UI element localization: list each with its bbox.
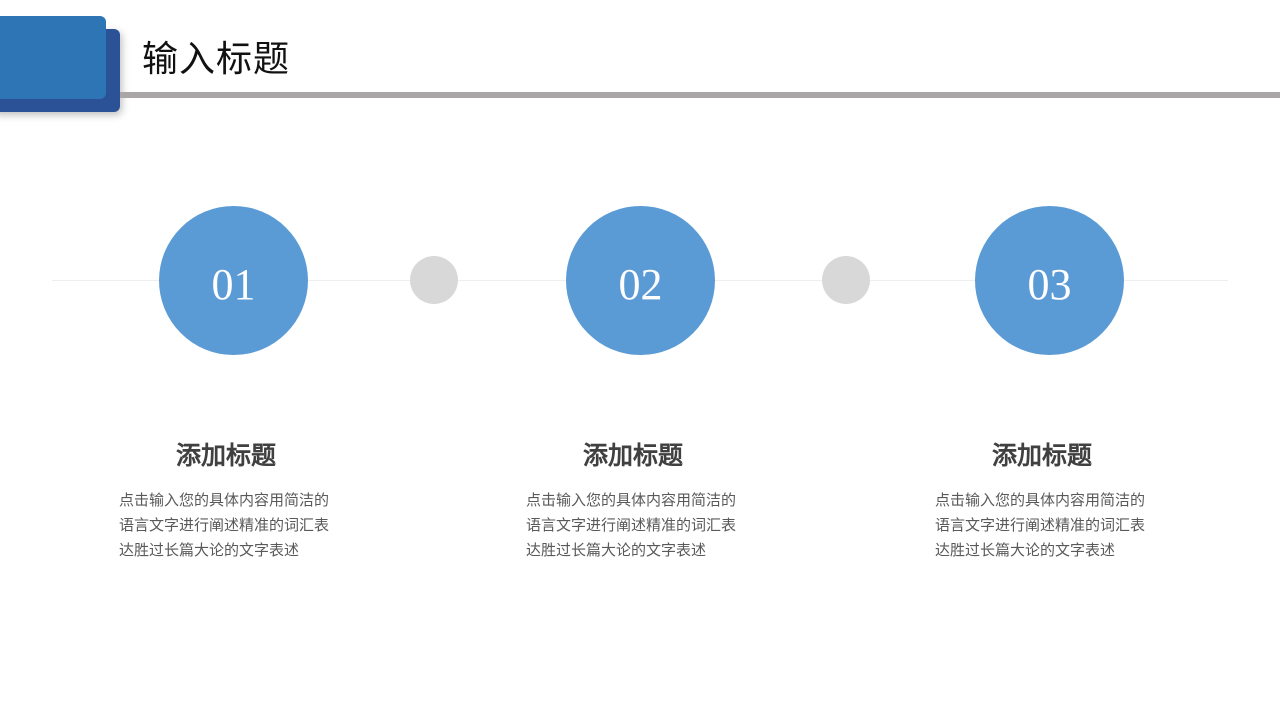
card-body[interactable]: 点击输入您的具体内容用简洁的 语言文字进行阐述精准的词汇表 达胜过长篇大论的文字… [935,488,1175,563]
page-title[interactable]: 输入标题 [142,39,291,80]
card-title[interactable]: 添加标题 [582,441,683,470]
card-body-line: 达胜过长篇大论的文字表述 [935,541,1116,559]
connector-dot-2 [822,256,870,304]
card-body-line: 达胜过长篇大论的文字表述 [119,541,300,559]
card-body-line: 点击输入您的具体内容用简洁的 [526,491,737,509]
step-number: 01 [211,260,256,309]
card-body-line: 点击输入您的具体内容用简洁的 [935,491,1146,509]
card-body-line: 语言文字进行阐述精准的词汇表 [526,516,737,534]
step-circle-3[interactable]: 03 [975,206,1124,355]
card-body[interactable]: 点击输入您的具体内容用简洁的 语言文字进行阐述精准的词汇表 达胜过长篇大论的文字… [526,488,766,563]
connector-dot-1 [410,256,458,304]
step-number: 02 [618,260,663,309]
card-title[interactable]: 添加标题 [175,441,276,470]
step-circle-1[interactable]: 01 [159,206,308,355]
step-number: 03 [1027,260,1072,309]
step-circle-2[interactable]: 02 [566,206,715,355]
card-body-line: 语言文字进行阐述精准的词汇表 [935,516,1146,534]
card-title[interactable]: 添加标题 [991,441,1092,470]
header-accent-block-front [0,16,106,99]
card-body-line: 点击输入您的具体内容用简洁的 [119,491,330,509]
card-body-line: 达胜过长篇大论的文字表述 [526,541,707,559]
header-divider [120,92,1280,98]
card-body-line: 语言文字进行阐述精准的词汇表 [119,516,330,534]
card-body[interactable]: 点击输入您的具体内容用简洁的 语言文字进行阐述精准的词汇表 达胜过长篇大论的文字… [119,488,359,563]
